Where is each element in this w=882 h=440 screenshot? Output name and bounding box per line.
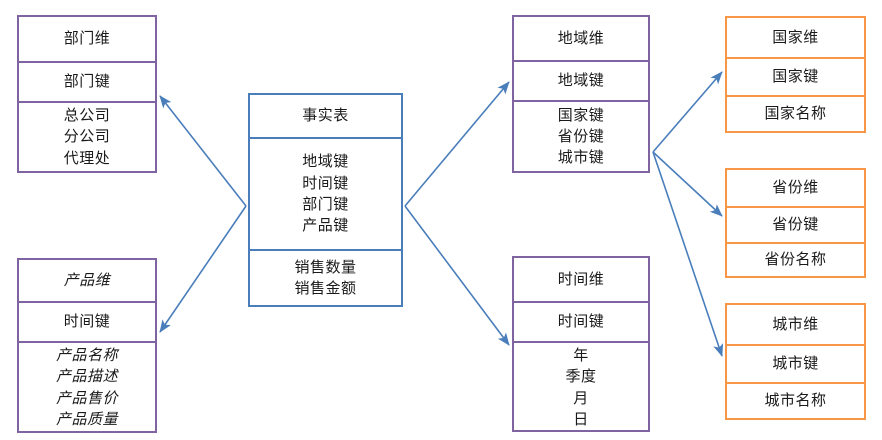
province-attributes: 省份名称 — [727, 242, 864, 276]
region-key: 地域键 — [514, 60, 648, 100]
connector-region-to-country — [652, 71, 723, 153]
fact-measures: 销售数量 销售金额 — [250, 249, 401, 305]
country-attributes: 国家名称 — [727, 95, 864, 131]
fact-title: 事实表 — [302, 106, 349, 125]
city-attributes: 城市名称 — [727, 382, 864, 418]
entity-province-dimension[interactable]: 省份维 省份键 省份名称 — [725, 168, 866, 278]
country-title: 国家维 — [772, 27, 819, 46]
time-title: 时间维 — [557, 269, 605, 288]
country-key: 国家键 — [727, 57, 864, 95]
time-key: 时间键 — [514, 301, 648, 341]
province-key: 省份键 — [727, 206, 864, 242]
region-title: 地域维 — [557, 28, 605, 47]
entity-region-dimension[interactable]: 地域维 地域键 国家键 省份键 城市键 — [512, 15, 650, 173]
department-title: 部门维 — [63, 29, 111, 48]
entity-product-dimension[interactable]: 产品维 时间键 产品名称 产品描述 产品售价 产品质量 — [17, 258, 157, 433]
connector-fact-to-product — [159, 205, 247, 333]
fact-keys: 地域键 时间键 部门键 产品键 — [250, 137, 401, 249]
city-key: 城市键 — [727, 344, 864, 382]
product-key: 时间键 — [19, 301, 155, 341]
product-attributes: 产品名称 产品描述 产品售价 产品质量 — [19, 341, 155, 432]
entity-time-dimension[interactable]: 时间维 时间键 年 季度 月 日 — [512, 256, 650, 432]
department-attributes: 总公司 分公司 代理处 — [19, 101, 155, 171]
region-attributes: 国家键 省份键 城市键 — [514, 100, 648, 171]
time-attributes: 年 季度 月 日 — [514, 341, 648, 432]
connector-region-to-province — [652, 151, 723, 217]
entity-country-dimension[interactable]: 国家维 国家键 国家名称 — [725, 16, 866, 133]
province-title: 省份维 — [772, 178, 819, 197]
connector-fact-to-department — [159, 95, 247, 207]
connector-fact-to-time — [404, 205, 510, 346]
entity-department-dimension[interactable]: 部门维 部门键 总公司 分公司 代理处 — [17, 15, 157, 173]
connector-region-to-city — [652, 151, 724, 357]
product-title: 产品维 — [63, 270, 111, 289]
department-key: 部门键 — [19, 61, 155, 101]
entity-city-dimension[interactable]: 城市维 城市键 城市名称 — [725, 303, 866, 420]
entity-fact-table[interactable]: 事实表 地域键 时间键 部门键 产品键 销售数量 销售金额 — [248, 93, 403, 307]
city-title: 城市维 — [772, 314, 819, 333]
connector-fact-to-region — [404, 81, 510, 207]
